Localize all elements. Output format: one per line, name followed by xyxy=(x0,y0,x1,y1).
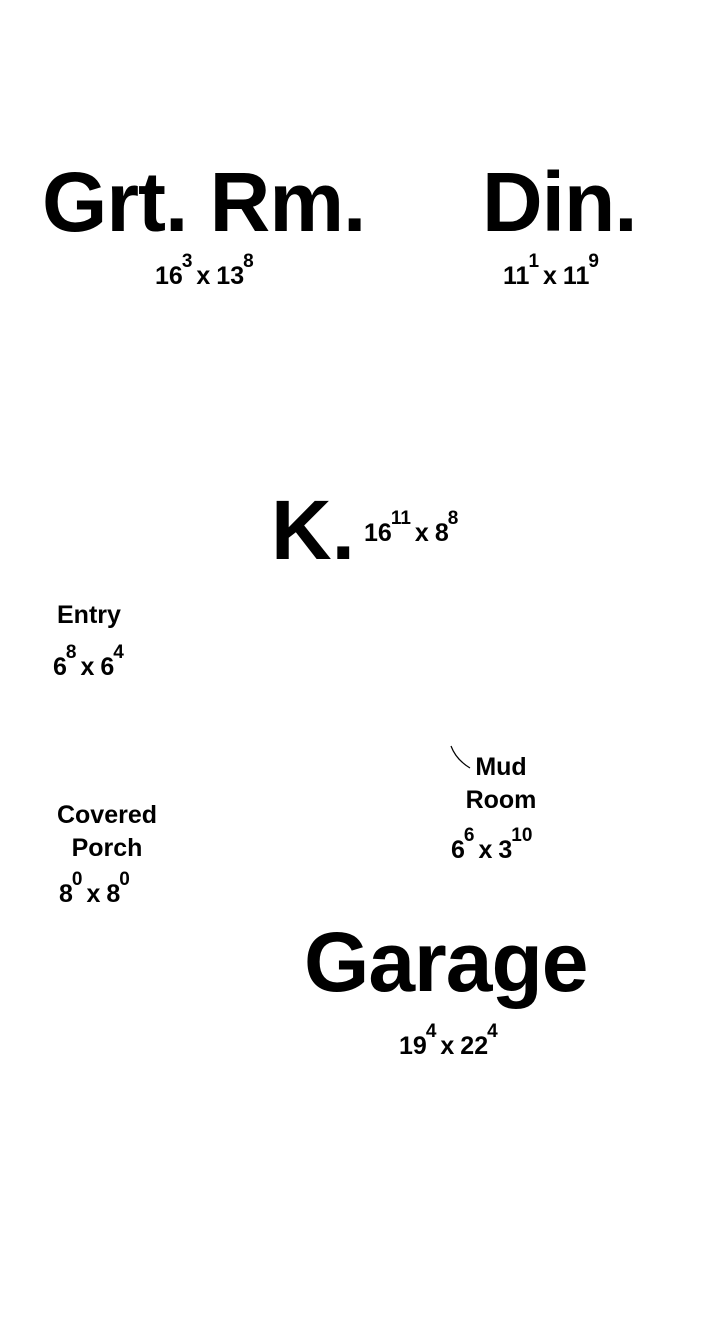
entry-width-ft: 6 xyxy=(53,653,67,681)
covered-porch-width-ft: 8 xyxy=(59,880,73,908)
mud-room-leader-line xyxy=(450,745,471,769)
entry-length-ft: 6 xyxy=(100,653,115,681)
kitchen-label: K. xyxy=(271,483,355,577)
mud-room-sep: x xyxy=(478,836,493,864)
mud-room-length-in: 10 xyxy=(511,825,533,846)
covered-porch-label: Covered Porch xyxy=(42,799,172,865)
entry-label: Entry xyxy=(57,601,121,629)
mud-room-label-line2: Room xyxy=(465,786,537,814)
dining-width-in: 1 xyxy=(528,251,540,272)
garage-length-ft: 22 xyxy=(460,1032,489,1060)
covered-porch-width-in: 0 xyxy=(71,869,83,890)
mud-room-label: Mud Room xyxy=(440,751,562,817)
mud-room-width-ft: 6 xyxy=(451,836,465,864)
garage-width-ft: 19 xyxy=(399,1032,427,1060)
covered-porch-length-in: 0 xyxy=(119,869,130,890)
mud-room-length-ft: 3 xyxy=(498,836,513,864)
covered-porch-label-line2: Porch xyxy=(71,834,143,862)
covered-porch-sep: x xyxy=(86,880,101,908)
entry-sep: x xyxy=(80,653,95,681)
dining-sep: x xyxy=(543,262,557,290)
covered-porch-length-ft: 8 xyxy=(106,880,121,908)
great-room-sep: x xyxy=(196,262,211,290)
kitchen-length-ft: 8 xyxy=(434,519,449,547)
garage-length-in: 4 xyxy=(487,1021,498,1042)
kitchen-sep: x xyxy=(414,519,429,547)
garage-width-in: 4 xyxy=(425,1021,437,1042)
mud-room-width-in: 6 xyxy=(463,825,475,846)
great-room-length-ft: 13 xyxy=(216,262,245,290)
garage-label: Garage xyxy=(304,915,588,1009)
kitchen-width-ft: 16 xyxy=(364,519,392,547)
kitchen-length-in: 8 xyxy=(447,508,459,529)
covered-porch-label-line1: Covered xyxy=(56,801,158,829)
great-room-width-in: 3 xyxy=(181,251,193,272)
entry-width-in: 8 xyxy=(65,642,77,663)
dining-label: Din. xyxy=(482,155,638,249)
dining-length-in: 9 xyxy=(588,251,599,272)
garage-sep: x xyxy=(440,1032,455,1060)
great-room-label: Grt. Rm. xyxy=(42,155,366,249)
kitchen-width-in: 11 xyxy=(390,508,411,529)
great-room-length-in: 8 xyxy=(243,251,254,272)
great-room-width-ft: 16 xyxy=(155,262,183,290)
dining-length-ft: 11 xyxy=(562,262,590,290)
mud-room-label-line1: Mud xyxy=(475,753,527,781)
dining-width-ft: 11 xyxy=(503,262,530,290)
entry-length-in: 4 xyxy=(113,642,124,663)
